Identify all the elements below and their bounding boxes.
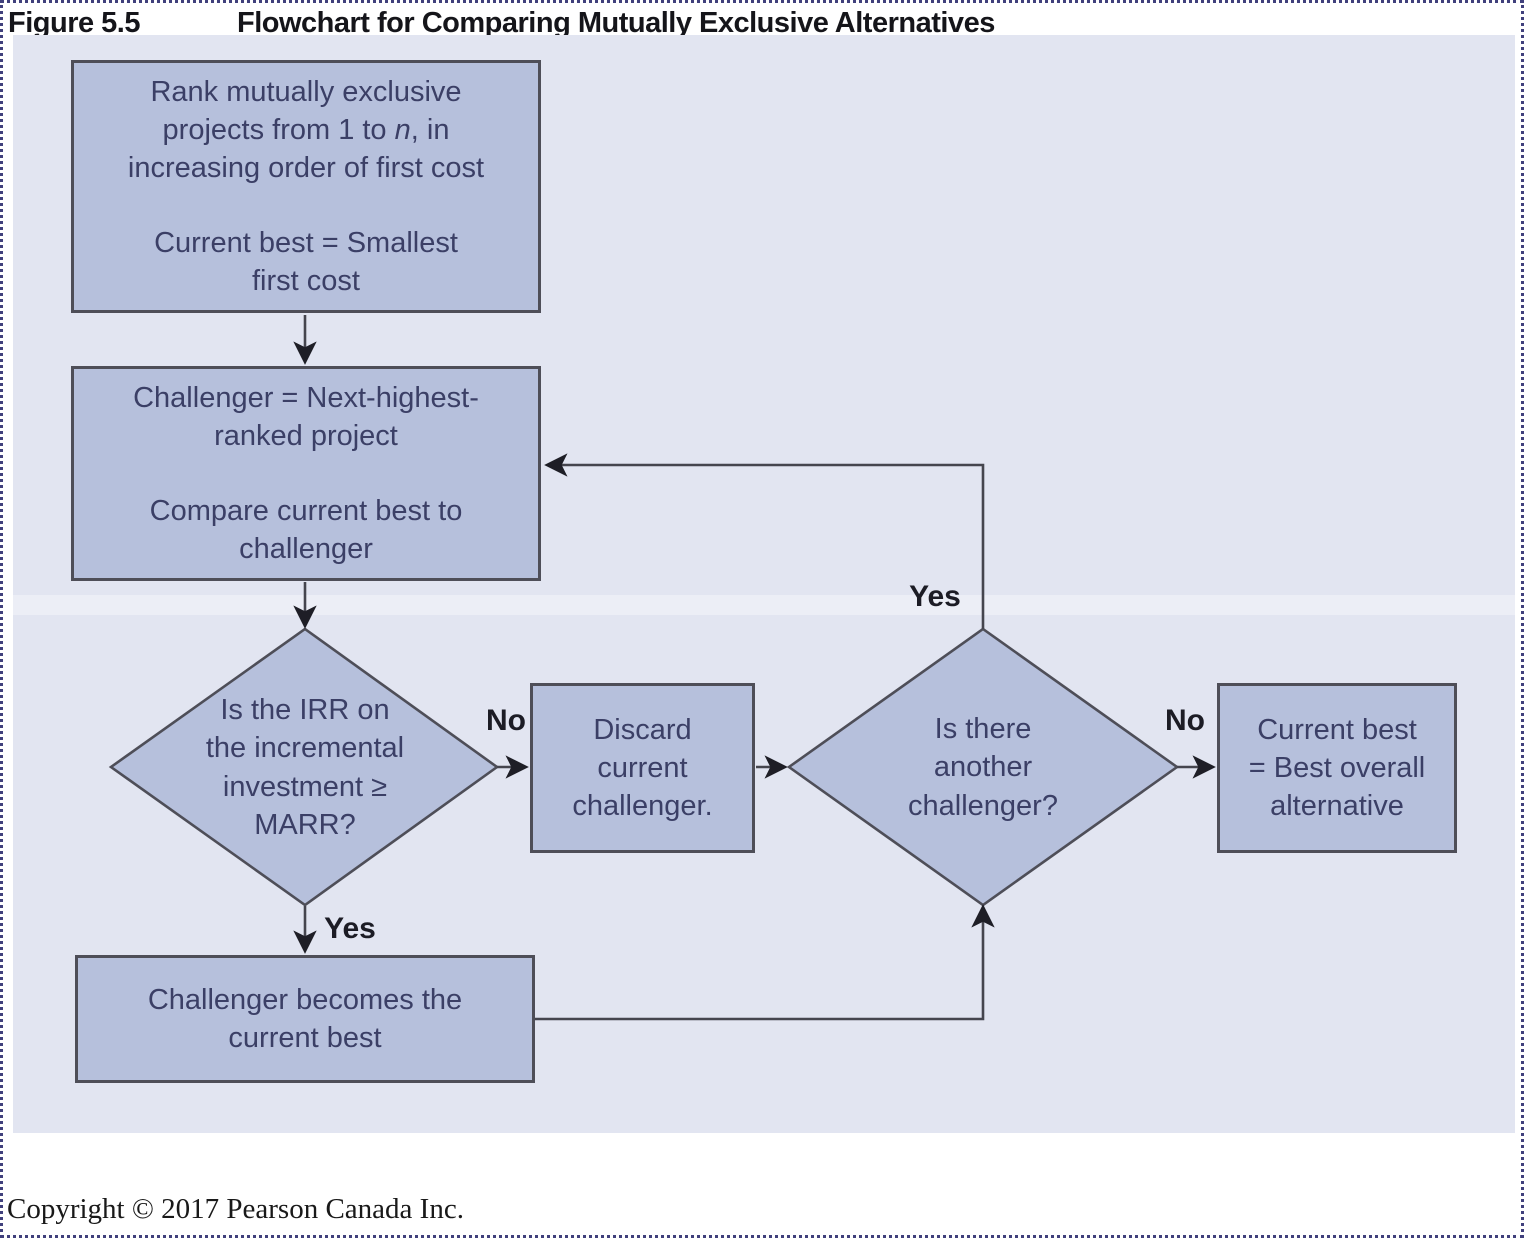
branch-label-irr-yes: Yes (324, 912, 376, 945)
branch-label-another-yes: Yes (909, 580, 961, 613)
rank-text-para2: Current best = Smallest first cost (154, 226, 458, 297)
best-overall-text: Current best = Best overall alternative (1248, 713, 1426, 823)
decision-irr-text: Is the IRR on the incremental investment… (205, 694, 405, 841)
branch-label-another-no: No (1165, 704, 1205, 737)
rank-text-line2: projects from 1 to n, in (162, 114, 450, 147)
process-box-best-overall: Current best = Best overall alternative (1217, 683, 1457, 853)
challenger-text-para1: Challenger = Next-highest- ranked projec… (133, 381, 479, 453)
process-box-rank-projects: Rank mutually exclusive projects from 1 … (71, 60, 541, 313)
challenger-text-para2: Compare current best to challenger (149, 494, 463, 565)
process-box-discard: Discard current challenger. (530, 683, 755, 853)
panel-highlight-band (13, 595, 1515, 615)
decision-another-text: Is there another challenger? (908, 713, 1058, 822)
figure-title: Flowchart for Comparing Mutually Exclusi… (237, 7, 995, 39)
discard-text: Discard current challenger. (572, 713, 713, 823)
branch-label-irr-no: No (486, 704, 526, 737)
process-box-challenger: Challenger = Next-highest- ranked projec… (71, 366, 541, 581)
rank-text-line3: increasing order of first cost (127, 152, 485, 185)
figure-label: Figure 5.5 (8, 7, 141, 39)
becomes-best-text: Challenger becomes the current best (147, 983, 463, 1054)
rank-text-line1: Rank mutually exclusive (150, 75, 462, 108)
process-box-challenger-becomes-best: Challenger becomes the current best (75, 955, 535, 1083)
copyright-text: Copyright © 2017 Pearson Canada Inc. (7, 1193, 464, 1225)
variable-n: n (394, 114, 411, 147)
